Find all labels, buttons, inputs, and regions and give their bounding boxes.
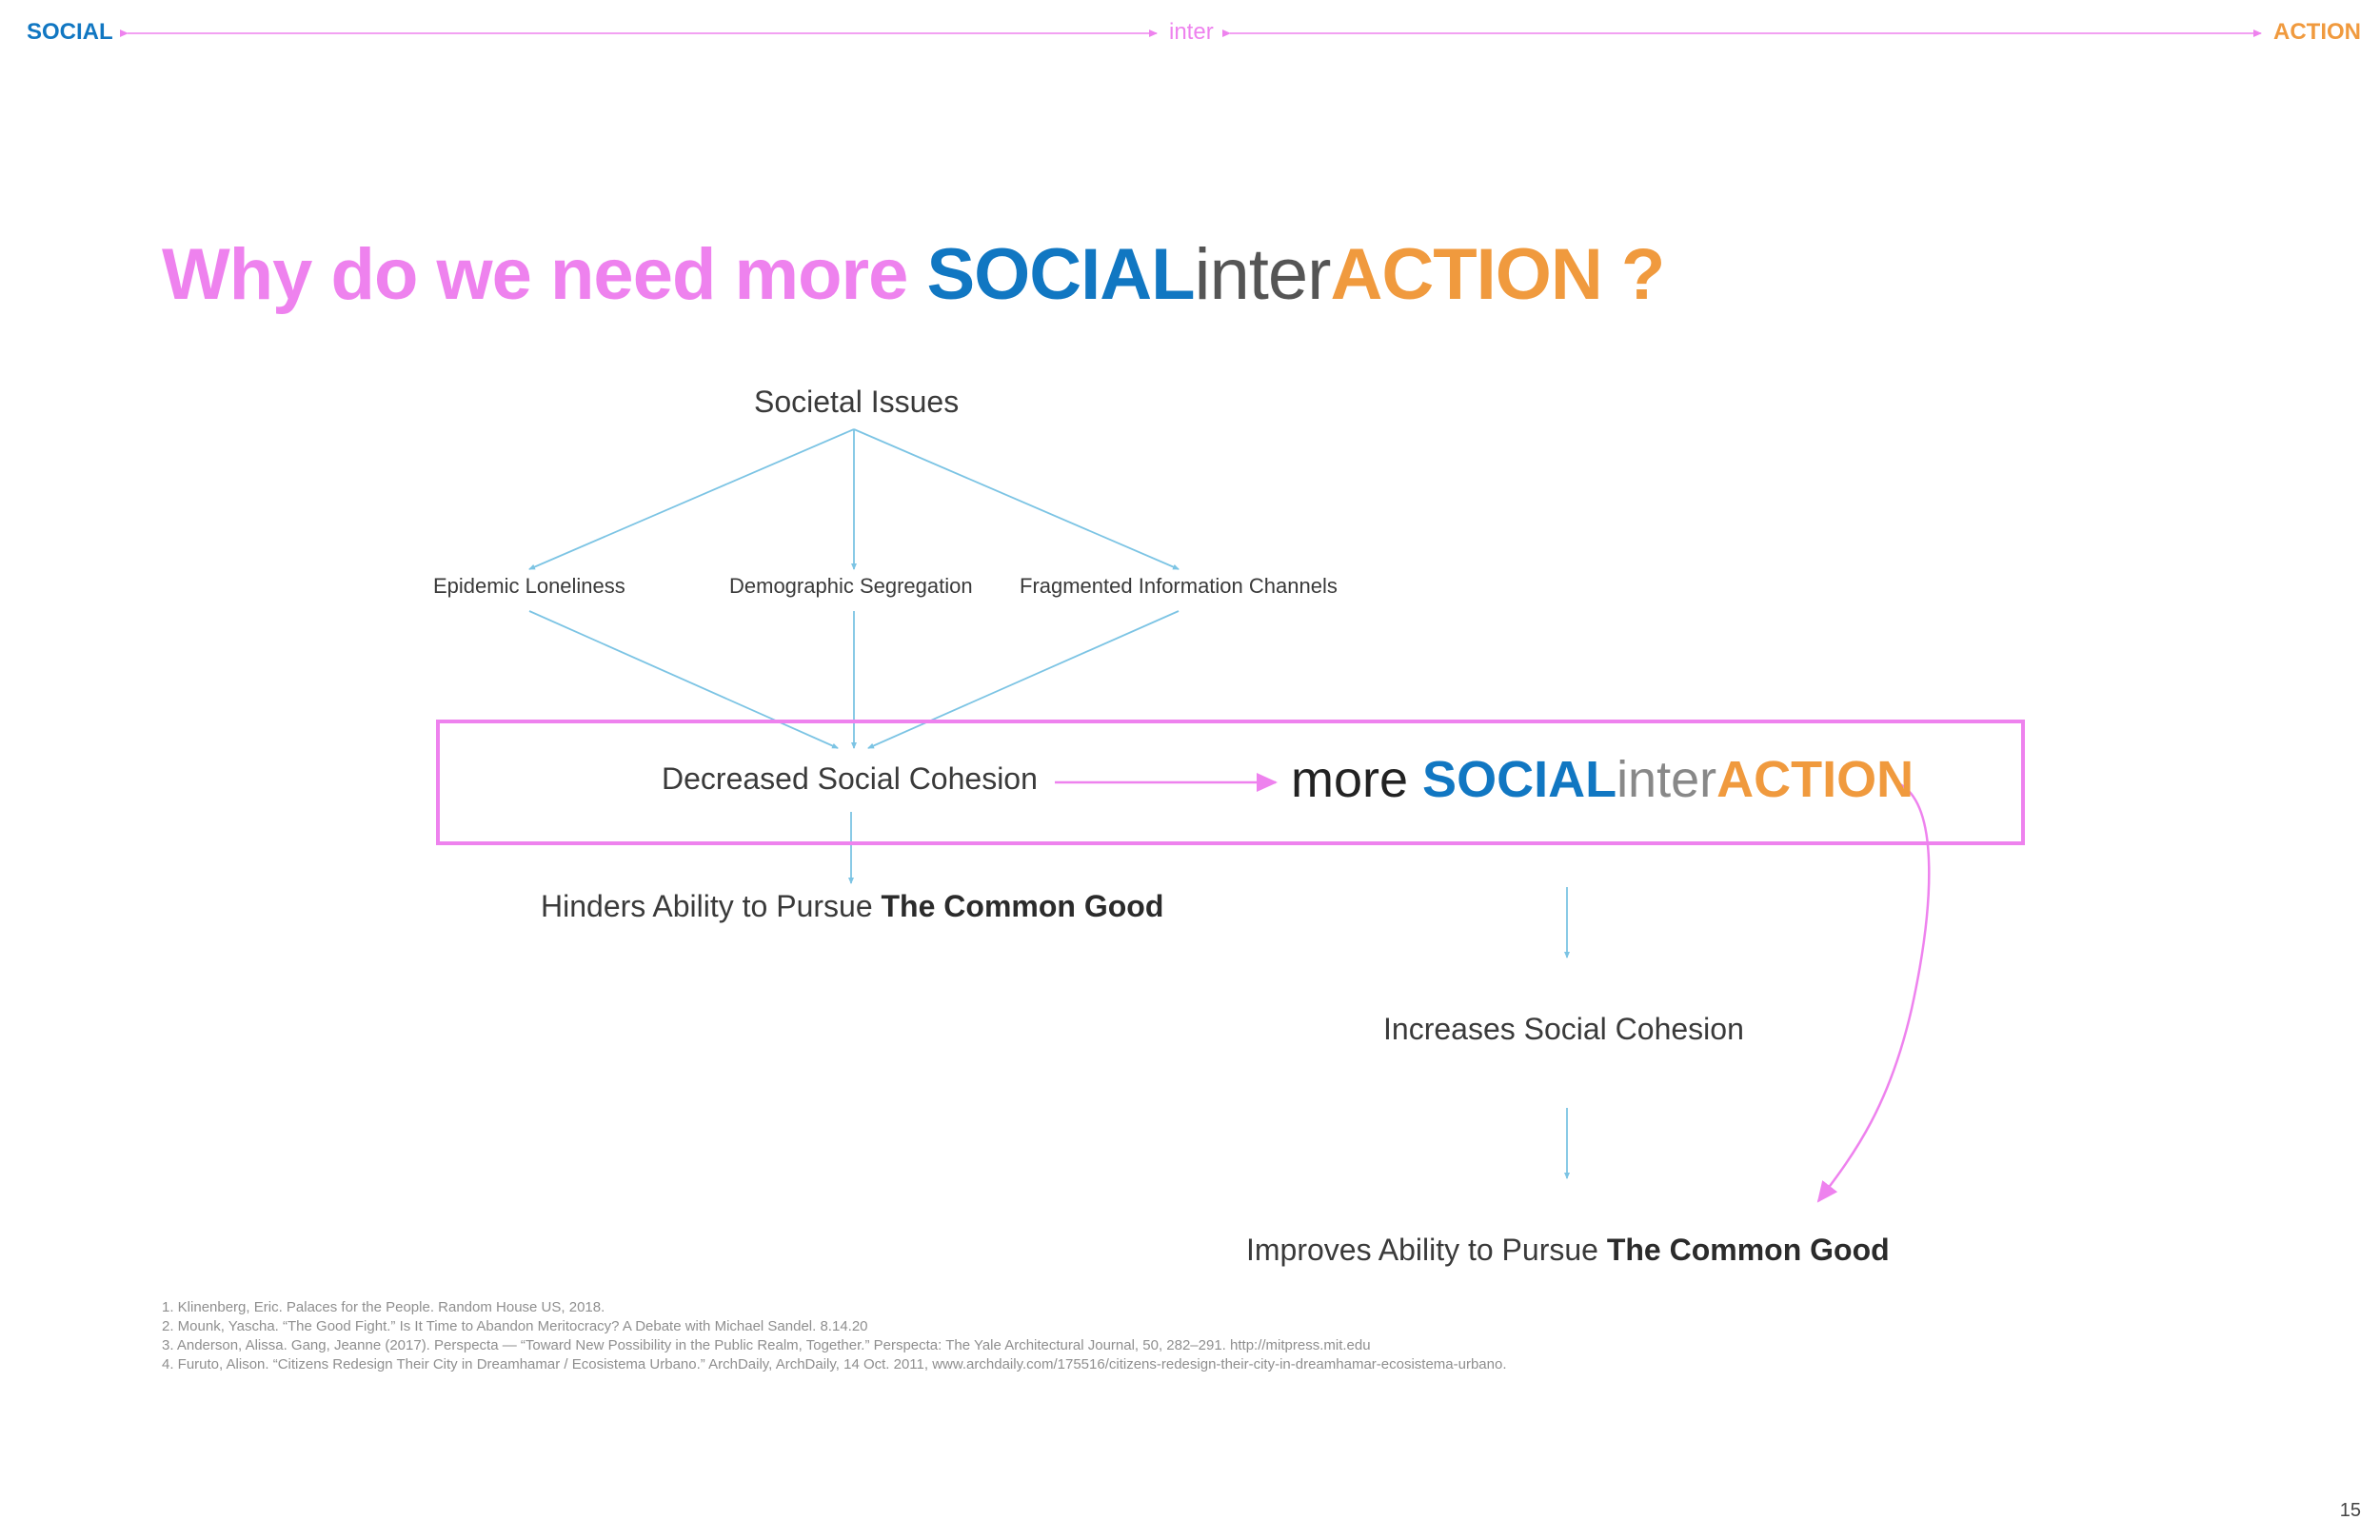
improves-node: Improves Ability to Pursue The Common Go…	[1246, 1233, 1890, 1268]
decreased-cohesion-node: Decreased Social Cohesion	[662, 761, 1038, 796]
issue-connectors	[528, 428, 1570, 1179]
nav-inter-label: inter	[1169, 19, 1214, 45]
reference-item: 4. Furuto, Alison. “Citizens Redesign Th…	[162, 1356, 1507, 1372]
page-number: 15	[2339, 1500, 2361, 1521]
more-prefix: more	[1291, 751, 1423, 808]
more-to-improves-arrow	[1816, 780, 1931, 1203]
issue-node-information: Fragmented Information Channels	[1020, 574, 1338, 598]
references: 1. Klinenberg, Eric. Palaces for the Peo…	[162, 1298, 1507, 1374]
improves-text: Improves Ability to Pursue	[1246, 1233, 1607, 1267]
reference-item: 1. Klinenberg, Eric. Palaces for the Peo…	[162, 1299, 605, 1315]
issue-node-segregation: Demographic Segregation	[729, 574, 973, 598]
page-title: Why do we need more SOCIALinterACTION ?	[162, 233, 1665, 316]
hinders-text: Hinders Ability to Pursue	[541, 889, 882, 923]
highlight-box	[436, 720, 2025, 845]
reference-item: 2. Mounk, Yascha. “The Good Fight.” Is I…	[162, 1318, 868, 1334]
title-action: ACTION	[1330, 234, 1602, 315]
more-action: ACTION	[1716, 751, 1914, 808]
nav-social-label: SOCIAL	[27, 19, 113, 45]
title-social: SOCIAL	[926, 234, 1195, 315]
title-inter: inter	[1194, 234, 1332, 315]
title-question: ?	[1601, 234, 1665, 315]
nav-action-label: ACTION	[2273, 19, 2361, 45]
more-social: SOCIAL	[1422, 751, 1617, 808]
more-inter: inter	[1616, 751, 1717, 808]
improves-common-good: The Common Good	[1606, 1233, 1890, 1267]
reference-item: 3. Anderson, Alissa. Gang, Jeanne (2017)…	[162, 1337, 1371, 1353]
societal-issues-node: Societal Issues	[754, 385, 960, 419]
hinders-common-good: The Common Good	[881, 889, 1164, 923]
issue-node-loneliness: Epidemic Loneliness	[433, 574, 625, 598]
hinders-node: Hinders Ability to Pursue The Common Goo…	[541, 889, 1163, 924]
title-lead: Why do we need more	[162, 234, 927, 315]
increases-cohesion-node: Increases Social Cohesion	[1383, 1012, 1744, 1046]
more-social-interaction-node: more SOCIALinterACTION	[1291, 750, 1914, 809]
